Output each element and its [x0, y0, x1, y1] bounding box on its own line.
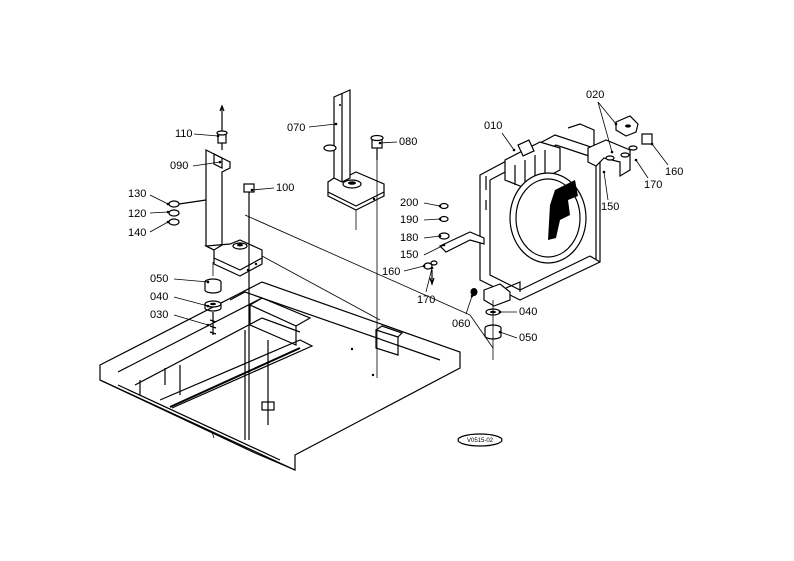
callout-leader-c040: [173, 296, 209, 307]
callout-label-c020: 020: [586, 89, 604, 101]
callout-leader-c180: [423, 235, 441, 239]
radiator-left-hardware: [423, 202, 485, 296]
callout-labels: 010 020 030 040 050 040 050 060 070 080 090 100 110 1…: [128, 89, 683, 344]
callout-leader-c080: [379, 141, 398, 144]
callout-label-c200: 200: [400, 197, 418, 209]
callout-label-c050: 050: [150, 273, 168, 285]
callout-leader-end-c070: [334, 122, 338, 126]
callout-leader-c140: [149, 221, 169, 233]
callout-leader-c060: [465, 295, 473, 315]
callout-leader-c070: [308, 123, 337, 128]
callout-leader-c150: [423, 244, 445, 256]
callout-label-c170r: 170: [644, 179, 662, 191]
callout-leader-end-c020b: [610, 150, 614, 154]
center-bracket-assembly: [323, 89, 385, 378]
callout-leader-end-c100: [250, 188, 254, 192]
callout-label-c050r: 050: [519, 332, 537, 344]
callout-label-c030: 030: [150, 309, 168, 321]
callout-label-c190: 190: [400, 214, 418, 226]
callout-leader-end-c090: [218, 160, 222, 164]
callout-leader-c100: [251, 187, 275, 191]
callout-leader-c130: [149, 194, 169, 205]
callout-label-c040: 040: [150, 291, 168, 303]
callout-label-c090: 090: [170, 160, 188, 172]
callout-leader-end-c150r: [602, 170, 606, 174]
callout-leader-end-c120: [166, 210, 170, 214]
callout-leader-end-c180: [438, 234, 442, 238]
callout-leader-c090: [192, 161, 221, 167]
callout-label-c160r: 160: [665, 166, 683, 178]
callout-leader-end-c130: [166, 202, 170, 206]
callout-label-c180: 180: [400, 232, 418, 244]
chassis-frame: [99, 281, 461, 471]
drawing-code: V0515-02: [467, 438, 494, 444]
callout-leader-end-c200: [438, 204, 442, 208]
callout-leader-c110: [193, 133, 219, 137]
callout-leader-end-c190: [438, 217, 442, 221]
callout-leader-end-c170: [430, 266, 434, 270]
assembly-guide-lines: [244, 214, 494, 349]
callout-leader-c170: [425, 267, 433, 293]
callout-leader-end-c080: [378, 141, 382, 145]
callout-leader-c120: [149, 211, 169, 214]
callout-leader-c160: [403, 265, 425, 272]
left-bracket-assembly: [168, 104, 263, 440]
callout-leader-end-c050: [206, 280, 210, 284]
callout-leader-c190: [423, 218, 441, 221]
callout-leader-c020: [597, 101, 617, 125]
callout-label-c070: 070: [287, 122, 305, 134]
callout-leader-c050: [173, 278, 209, 283]
callout-leader-end-c030: [206, 323, 210, 327]
callout-label-c110: 110: [175, 128, 193, 140]
callout-label-c010: 010: [484, 120, 502, 132]
drawing-code-stamp: V0515-02: [457, 433, 503, 447]
callout-leader-end-c040: [206, 304, 210, 308]
callout-leader-c160r: [651, 143, 669, 166]
callout-leader-c030: [173, 314, 209, 326]
callout-leader-c200: [423, 202, 441, 207]
callout-leader-end-c140: [166, 220, 170, 224]
radiator-right-hardware: [587, 115, 653, 178]
callout-label-c130: 130: [128, 188, 146, 200]
right-mount-cushions: [484, 300, 502, 360]
callout-leader-c150r: [603, 171, 609, 201]
callout-leader-c050r: [499, 331, 518, 339]
callout-leader-end-c160r: [650, 142, 654, 146]
callout-leader-end-c040r: [498, 310, 502, 314]
callout-label-c150r: 150: [601, 201, 619, 213]
callout-label-c160: 160: [382, 266, 400, 278]
callout-leader-end-c150: [442, 243, 446, 247]
callout-label-c040r: 040: [519, 306, 537, 318]
callout-label-c060: 060: [452, 318, 470, 330]
callout-leader-c170r: [635, 159, 649, 179]
callout-leader-end-c050r: [498, 330, 502, 334]
callout-leader-end-c170r: [634, 158, 638, 162]
radiator-assembly: [479, 123, 601, 307]
callout-leader-end-c020: [614, 122, 618, 126]
callout-leader-end-c160: [422, 264, 426, 268]
callout-label-c080: 080: [399, 136, 417, 148]
callout-label-c100: 100: [276, 182, 294, 194]
callout-leader-end-c110: [216, 134, 220, 138]
callout-label-c140: 140: [128, 227, 146, 239]
callout-label-c120: 120: [128, 208, 146, 220]
callout-label-c170: 170: [417, 294, 435, 306]
callout-label-c150: 150: [400, 249, 418, 261]
callout-leader-c020b: [597, 101, 613, 153]
callout-leader-end-c060: [470, 294, 474, 298]
callout-leader-end-c010: [512, 148, 516, 152]
callout-leader-c010: [501, 132, 515, 151]
